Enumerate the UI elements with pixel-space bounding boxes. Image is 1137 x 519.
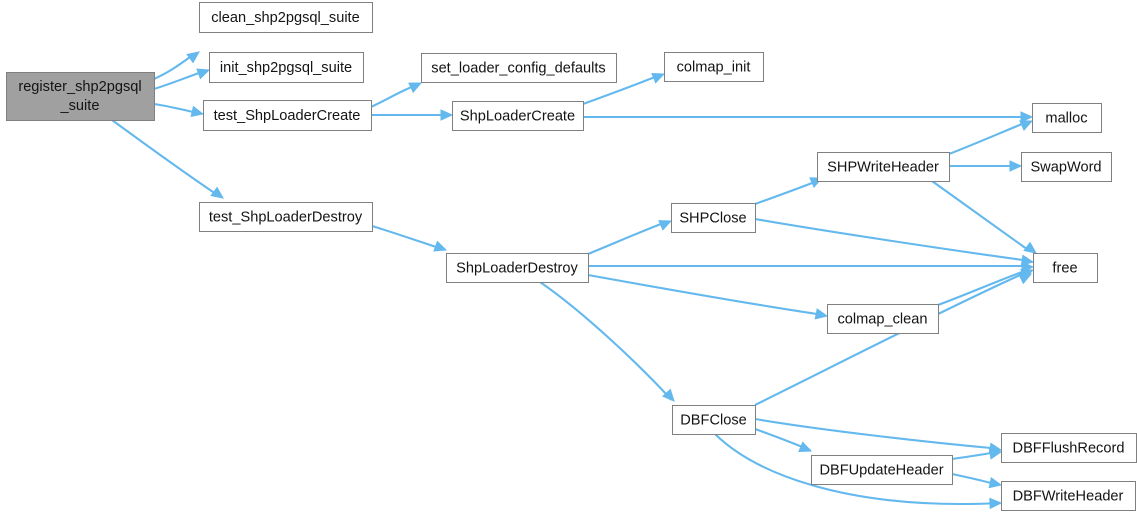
arrowhead-ShpLoaderCreate (440, 109, 454, 121)
node-DBFClose[interactable]: DBFClose (672, 405, 756, 435)
arrowhead-DBFWriteHeader-a (988, 476, 1003, 489)
arrowhead-test_ShpLoaderDestroy (210, 186, 224, 199)
node-test_ShpLoaderCreate[interactable]: test_ShpLoaderCreate (203, 100, 372, 131)
node-box-free[interactable] (1033, 253, 1098, 283)
node-label-test_ShpLoaderDestroy: test_ShpLoaderDestroy (209, 209, 363, 225)
node-label-test_ShpLoaderCreate: test_ShpLoaderCreate (214, 108, 361, 124)
edge-test_ShpLoaderDestroy-to-ShpLoaderDestroy (371, 224, 442, 250)
node-register_shp2pgsql_suite[interactable]: register_shp2pgsql _suite (6, 72, 155, 121)
node-box-register_shp2pgsql_suite[interactable] (6, 72, 155, 121)
node-ShpLoaderDestroy[interactable]: ShpLoaderDestroy (446, 253, 589, 283)
node-label-line2-register_shp2pgsql_suite: _suite (60, 98, 100, 114)
node-clean_shp2pgsql_suite[interactable]: clean_shp2pgsql_suite (199, 2, 373, 33)
arrowhead-malloc-a (1020, 111, 1034, 123)
node-box-DBFClose[interactable] (672, 405, 756, 435)
node-DBFWriteHeader[interactable]: DBFWriteHeader (1001, 481, 1136, 511)
edge-SHPWriteHeader-to-free (931, 180, 1030, 251)
edge-SHPWriteHeader-to-malloc (948, 121, 1028, 155)
node-box-SHPWriteHeader[interactable] (817, 152, 950, 182)
node-SHPWriteHeader[interactable]: SHPWriteHeader (817, 152, 950, 182)
node-colmap_clean[interactable]: colmap_clean (827, 304, 939, 334)
arrowhead-DBFFlushRecord-b (988, 448, 1003, 460)
edge-ShpLoaderDestroy-to-DBFClose (539, 281, 672, 401)
node-box-colmap_init[interactable] (664, 52, 764, 82)
arrowhead-SHPClose (658, 220, 673, 231)
node-label-SHPClose: SHPClose (679, 210, 746, 226)
edge-colmap_clean-to-free (937, 269, 1028, 306)
node-free[interactable]: free (1033, 253, 1098, 283)
arrowhead-DBFUpdateHeader (798, 441, 813, 453)
arrowhead-DBFWriteHeader-b (989, 497, 1003, 510)
node-label-DBFUpdateHeader: DBFUpdateHeader (819, 462, 943, 478)
edge-DBFClose-to-DBFFlushRecord (754, 417, 997, 451)
node-label-colmap_init: colmap_init (677, 59, 751, 75)
node-label-malloc: malloc (1045, 110, 1087, 126)
edge-register_shp2pgsql_suite-to-init_shp2pgsql_suite (153, 70, 204, 91)
arrowhead-free-dbfclose (1018, 273, 1033, 285)
node-label-ShpLoaderCreate: ShpLoaderCreate (460, 108, 575, 124)
node-DBFFlushRecord[interactable]: DBFFlushRecord (1001, 433, 1137, 463)
node-colmap_init[interactable]: colmap_init (664, 52, 764, 82)
arrowhead-free-shpwrite (1023, 241, 1037, 254)
node-label-DBFFlushRecord: DBFFlushRecord (1013, 440, 1125, 456)
arrowhead-colmap_clean (814, 308, 829, 320)
arrowhead-SwapWord (1009, 160, 1023, 172)
node-box-test_ShpLoaderDestroy[interactable] (199, 202, 373, 232)
node-box-init_shp2pgsql_suite[interactable] (209, 52, 364, 83)
node-box-DBFWriteHeader[interactable] (1001, 481, 1136, 511)
nodes-layer: register_shp2pgsql _suite clean_shp2pgsql_… (6, 2, 1137, 511)
node-test_ShpLoaderDestroy[interactable]: test_ShpLoaderDestroy (199, 202, 373, 232)
edge-ShpLoaderDestroy-to-colmap_clean (587, 273, 823, 317)
node-box-colmap_clean[interactable] (827, 304, 939, 334)
node-SwapWord[interactable]: SwapWord (1021, 152, 1112, 182)
edge-register_shp2pgsql_suite-to-test_ShpLoaderDestroy (111, 119, 219, 196)
node-label-init_shp2pgsql_suite: init_shp2pgsql_suite (220, 60, 352, 76)
arrowhead-test_ShpLoaderCreate (190, 105, 205, 118)
node-box-ShpLoaderDestroy[interactable] (446, 253, 589, 283)
edge-register_shp2pgsql_suite-to-test_ShpLoaderCreate (153, 102, 199, 115)
edge-DBFClose-to-DBFWriteHeader (714, 433, 1000, 506)
edge-ShpLoaderDestroy-to-SHPClose (587, 221, 667, 255)
node-malloc[interactable]: malloc (1032, 103, 1102, 133)
arrowhead-init_shp2pgsql_suite (196, 68, 211, 80)
node-label-free: free (1052, 260, 1077, 276)
node-label-clean_shp2pgsql_suite: clean_shp2pgsql_suite (211, 10, 359, 26)
node-box-clean_shp2pgsql_suite[interactable] (199, 2, 373, 33)
node-SHPClose[interactable]: SHPClose (671, 203, 756, 233)
edge-SHPClose-to-free (754, 217, 1029, 263)
arrowheads-layer (186, 51, 1037, 510)
node-label-SwapWord: SwapWord (1030, 159, 1101, 175)
node-label-register_shp2pgsql_suite: register_shp2pgsql (18, 79, 141, 95)
node-ShpLoaderCreate[interactable]: ShpLoaderCreate (452, 101, 584, 131)
node-box-test_ShpLoaderCreate[interactable] (203, 100, 372, 131)
node-DBFUpdateHeader[interactable]: DBFUpdateHeader (811, 455, 953, 485)
node-box-malloc[interactable] (1032, 103, 1102, 133)
arrowhead-DBFClose (662, 388, 675, 402)
node-label-DBFClose: DBFClose (680, 412, 747, 428)
arrowhead-set_loader_config_defaults (408, 82, 423, 94)
node-box-DBFUpdateHeader[interactable] (811, 455, 953, 485)
node-label-set_loader_config_defaults: set_loader_config_defaults (431, 60, 605, 76)
node-box-set_loader_config_defaults[interactable] (421, 53, 617, 83)
node-init_shp2pgsql_suite[interactable]: init_shp2pgsql_suite (209, 52, 364, 83)
arrowhead-ShpLoaderDestroy (433, 240, 448, 252)
node-box-SHPClose[interactable] (671, 203, 756, 233)
arrowhead-malloc-b (1019, 120, 1034, 131)
node-label-DBFWriteHeader: DBFWriteHeader (1013, 488, 1124, 504)
node-label-colmap_clean: colmap_clean (837, 311, 927, 327)
edge-DBFUpdateHeader-to-DBFWriteHeader (951, 472, 997, 486)
node-label-SHPWriteHeader: SHPWriteHeader (827, 159, 939, 175)
node-set_loader_config_defaults[interactable]: set_loader_config_defaults (421, 53, 617, 83)
arrowhead-clean_shp2pgsql_suite (186, 51, 200, 64)
node-label-ShpLoaderDestroy: ShpLoaderDestroy (456, 260, 578, 276)
edge-DBFClose-to-free (754, 272, 1024, 406)
node-box-ShpLoaderCreate[interactable] (452, 101, 584, 131)
node-box-SwapWord[interactable] (1021, 152, 1112, 182)
node-box-DBFFlushRecord[interactable] (1001, 433, 1137, 463)
arrowhead-colmap_init (651, 72, 666, 84)
